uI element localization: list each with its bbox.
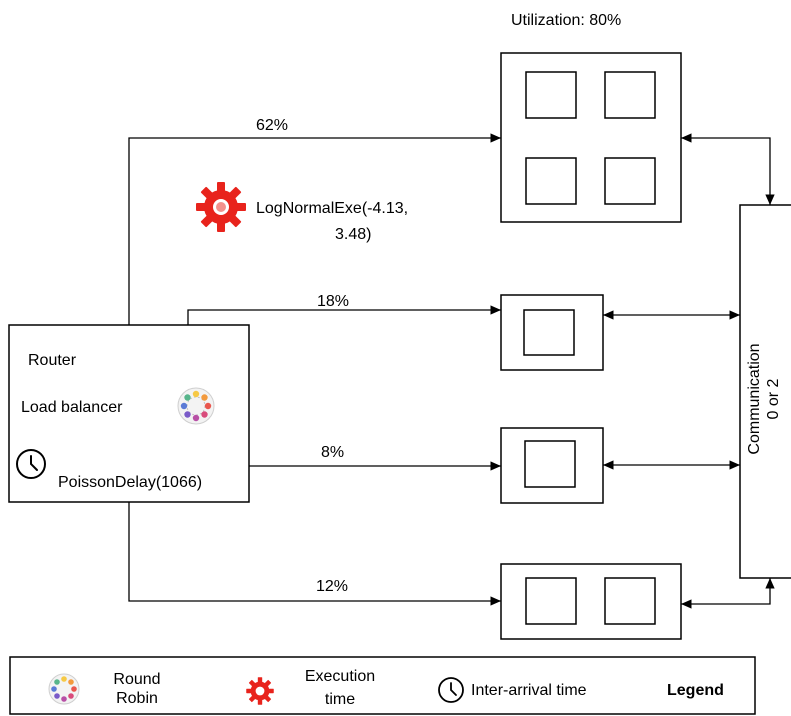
communication-label: Communication 0 or 2: [745, 329, 783, 469]
legend-execution: Execution time: [290, 667, 390, 709]
route-second-arrow: [187, 305, 501, 325]
route-top-percent: 62%: [256, 117, 289, 134]
legend-execution-line2: time: [324, 691, 356, 708]
core: [523, 309, 575, 356]
legend-title: Legend: [667, 682, 724, 699]
core: [524, 440, 576, 488]
route-bottom-percent: 12%: [316, 578, 349, 595]
legend-round-robin: Round Robin: [96, 670, 178, 708]
legend-execution-line1: Execution: [304, 668, 376, 685]
utilization-label: Utilization: 80%: [511, 12, 622, 29]
core: [525, 577, 577, 625]
comm-top-arrow: [681, 133, 775, 205]
route-second-percent: 18%: [317, 293, 350, 310]
router-title: Router: [28, 352, 77, 369]
clock-icon: [438, 677, 464, 703]
execution-label-line2: 3.48): [335, 226, 372, 243]
route-bottom-arrow: [128, 502, 501, 606]
gear-icon: [196, 182, 246, 232]
gear-icon: [246, 677, 274, 705]
load-balancer-label: Load balancer: [21, 399, 123, 416]
communication-line1: Communication: [746, 343, 763, 455]
communication-block: [739, 204, 791, 579]
delay-label: PoissonDelay(1066): [58, 474, 203, 491]
legend-inter-arrival: Inter-arrival time: [471, 682, 587, 699]
core: [604, 157, 656, 205]
route-top-arrow: [128, 133, 501, 325]
clock-icon: [16, 449, 46, 479]
core: [604, 577, 656, 625]
round-robin-icon: [48, 673, 80, 705]
core: [604, 71, 656, 119]
core: [525, 157, 577, 205]
legend-round-robin-line1: Round: [113, 671, 161, 688]
route-third-percent: 8%: [321, 444, 345, 461]
legend-round-robin-line2: Robin: [116, 690, 158, 707]
core: [525, 71, 577, 119]
execution-label-line1: LogNormalExe(-4.13,: [256, 200, 409, 217]
communication-line2: 0 or 2: [765, 378, 782, 420]
round-robin-icon: [177, 387, 215, 425]
comm-bottom-arrow: [681, 578, 775, 609]
legend-box: [9, 656, 756, 715]
